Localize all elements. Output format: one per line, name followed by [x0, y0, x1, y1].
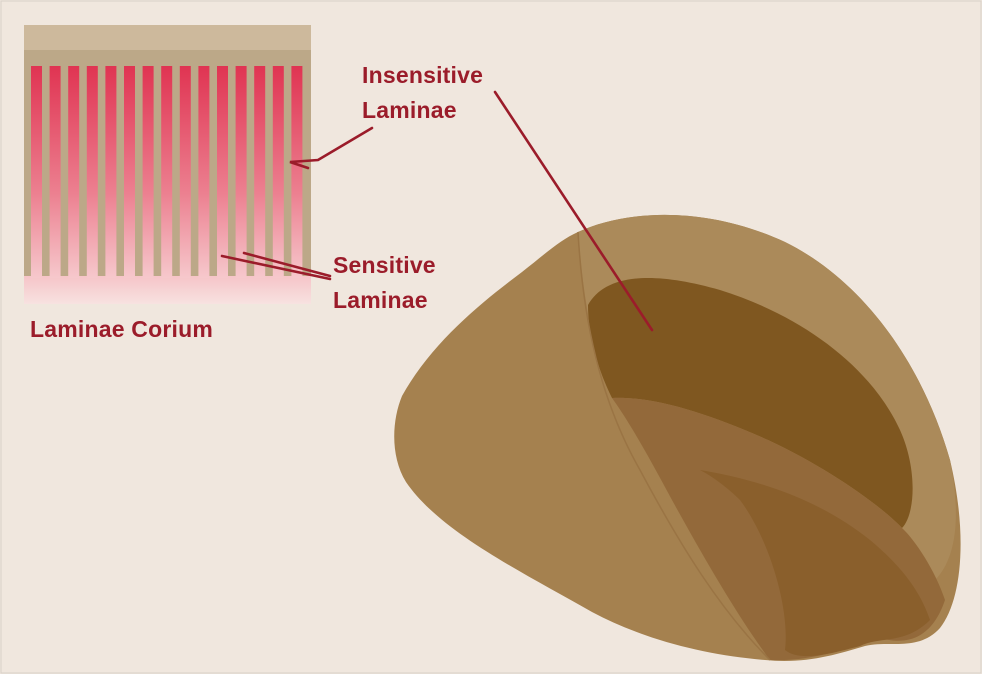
lamina-stripe [86, 66, 98, 278]
lamina-stripe [142, 66, 154, 278]
lamina-stripe [198, 66, 210, 278]
label-sensitive-line2: Laminae [333, 287, 428, 313]
sensitive-pointer-line-1 [220, 254, 332, 281]
lamina-stripe [49, 66, 61, 278]
sensitive-pointer-line-2 [242, 251, 332, 278]
lamina-stripe [217, 66, 228, 278]
laminae-corium-block [24, 25, 311, 304]
lamina-stripe [179, 66, 191, 278]
sensitive-laminae-stripes [31, 66, 303, 278]
label-insensitive-line1: Insensitive [362, 62, 484, 88]
lamina-stripe [291, 66, 303, 278]
lamina-stripe [272, 66, 284, 278]
hoof-sole-fold [700, 470, 930, 657]
top-band-light [24, 25, 311, 51]
lamina-stripe [68, 66, 80, 278]
label-laminae-corium: Laminae Corium [30, 316, 214, 342]
hoof-inner-wall-dark [588, 278, 913, 528]
corium-pink-band [24, 276, 311, 304]
lamina-stripe [31, 66, 42, 278]
insensitive-laminae-pointer-line [289, 126, 374, 170]
lamina-stripe [124, 66, 135, 278]
top-band-dark [24, 50, 311, 66]
label-insensitive-line2: Laminae [362, 97, 457, 123]
lamina-stripe [254, 66, 266, 278]
lamina-stripe [105, 66, 117, 278]
lamina-stripe [235, 66, 247, 278]
hoof-illustration [394, 214, 961, 661]
label-sensitive-line1: Sensitive [333, 252, 436, 278]
lamina-stripe [161, 66, 173, 278]
hoof-wall-edge [577, 231, 771, 661]
leader-lines [220, 90, 654, 332]
insensitive-pointer-line [493, 90, 654, 332]
